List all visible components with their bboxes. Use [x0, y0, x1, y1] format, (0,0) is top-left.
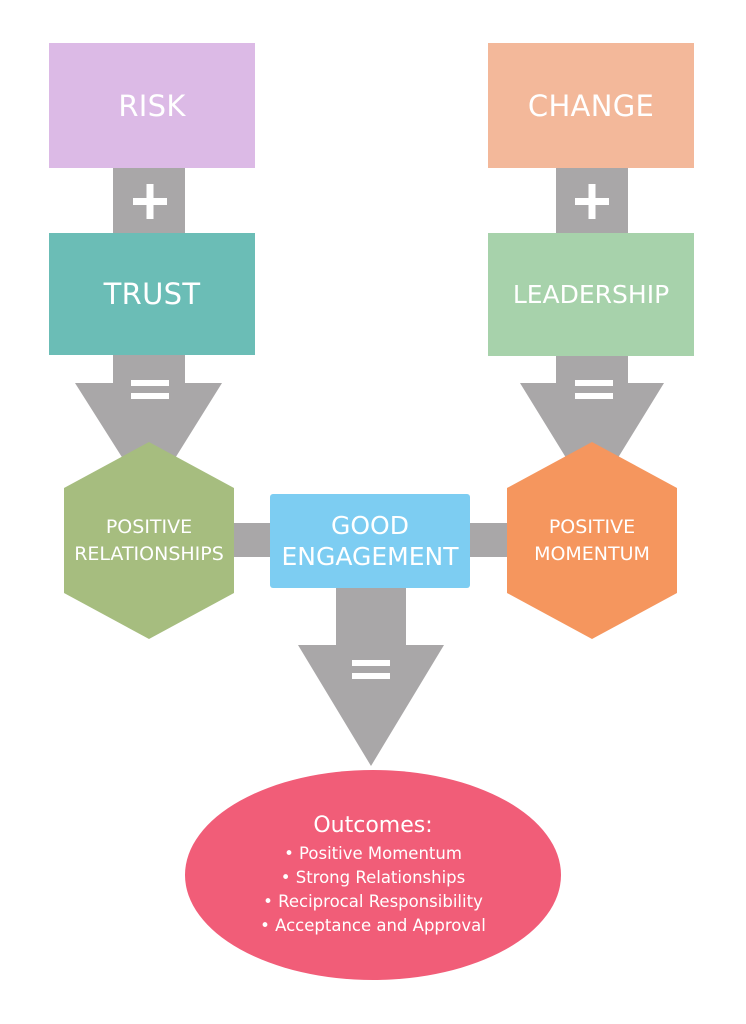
positive-momentum-text: POSITIVE MOMENTUM — [507, 488, 677, 593]
positive-relationships-hexagon — [64, 442, 234, 639]
trust-label: TRUST — [103, 277, 201, 311]
leadership-box: LEADERSHIP — [488, 233, 694, 356]
positive-momentum-line1: POSITIVE — [548, 515, 636, 538]
right-equals-icon — [575, 380, 613, 399]
outcome-item-text: Strong Relationships — [295, 868, 466, 887]
positive-relationships-text: POSITIVE RELATIONSHIPS — [64, 488, 234, 593]
outcomes-text: Outcomes: • Positive Momentum • Strong R… — [186, 770, 560, 980]
trust-box: TRUST — [49, 233, 255, 355]
leadership-label: LEADERSHIP — [512, 280, 670, 309]
positive-relationships-line2: RELATIONSHIPS — [74, 542, 224, 565]
outcome-item-text: Reciprocal Responsibility — [278, 892, 483, 911]
risk-box: RISK — [49, 43, 255, 168]
left-equals-icon — [131, 380, 169, 399]
outcome-item: • Strong Relationships — [280, 868, 466, 887]
positive-relationships-line1: POSITIVE — [105, 515, 193, 538]
outcome-item-text: Positive Momentum — [299, 844, 462, 863]
change-box: CHANGE — [488, 43, 694, 168]
left-link — [234, 523, 272, 557]
positive-momentum-hexagon — [507, 442, 677, 639]
risk-label: RISK — [118, 88, 186, 123]
left-equals-arrow — [75, 355, 222, 500]
right-link — [468, 523, 508, 557]
change-label: CHANGE — [527, 88, 655, 123]
outcome-item: • Acceptance and Approval — [260, 916, 486, 935]
good-engagement-line1: GOOD — [331, 511, 409, 540]
outcomes-ellipse — [185, 770, 561, 980]
outcome-item: • Reciprocal Responsibility — [263, 892, 483, 911]
right-plus-icon — [575, 184, 609, 219]
good-engagement-line2: ENGAGEMENT — [281, 542, 459, 571]
left-plus-icon — [133, 184, 167, 219]
outcome-item-text: Acceptance and Approval — [275, 916, 486, 935]
center-equals-icon — [352, 660, 390, 679]
right-equals-arrow — [520, 356, 664, 500]
good-engagement-box: GOOD ENGAGEMENT — [270, 494, 470, 588]
outcome-item: • Positive Momentum — [284, 844, 462, 863]
positive-momentum-line2: MOMENTUM — [534, 542, 650, 565]
outcomes-title: Outcomes: — [313, 813, 433, 838]
